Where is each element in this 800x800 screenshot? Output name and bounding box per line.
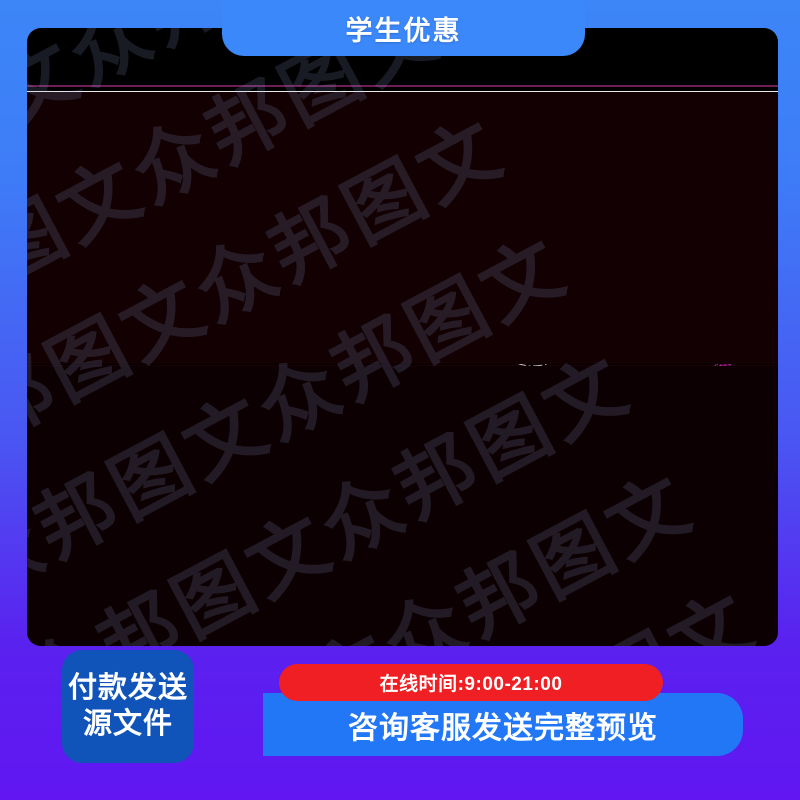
pay-badge-line-1: 付款发送 xyxy=(67,672,188,705)
contact-service-cta[interactable]: 咨询客服发送完整预览 xyxy=(263,693,743,756)
pay-to-receive-source-badge[interactable]: 付款发送 源文件 xyxy=(62,650,194,763)
student-discount-tab[interactable]: 学生优惠 xyxy=(222,0,585,56)
cad-drawing-canvas: .wht { stroke:#e8e8e8; fill:none; stroke… xyxy=(27,28,778,646)
sheet-wash-upper xyxy=(27,92,778,364)
sheet-wash-lower xyxy=(27,366,778,646)
contact-service-label: 咨询客服发送完整预览 xyxy=(348,711,658,745)
online-hours-pill: 在线时间:9:00-21:00 xyxy=(279,664,663,701)
pay-badge-line-2: 源文件 xyxy=(82,707,173,740)
student-discount-label: 学生优惠 xyxy=(345,15,462,46)
cad-sheet: .wht { stroke:#e8e8e8; fill:none; stroke… xyxy=(27,28,778,646)
online-hours-label: 在线时间:9:00-21:00 xyxy=(379,674,563,695)
